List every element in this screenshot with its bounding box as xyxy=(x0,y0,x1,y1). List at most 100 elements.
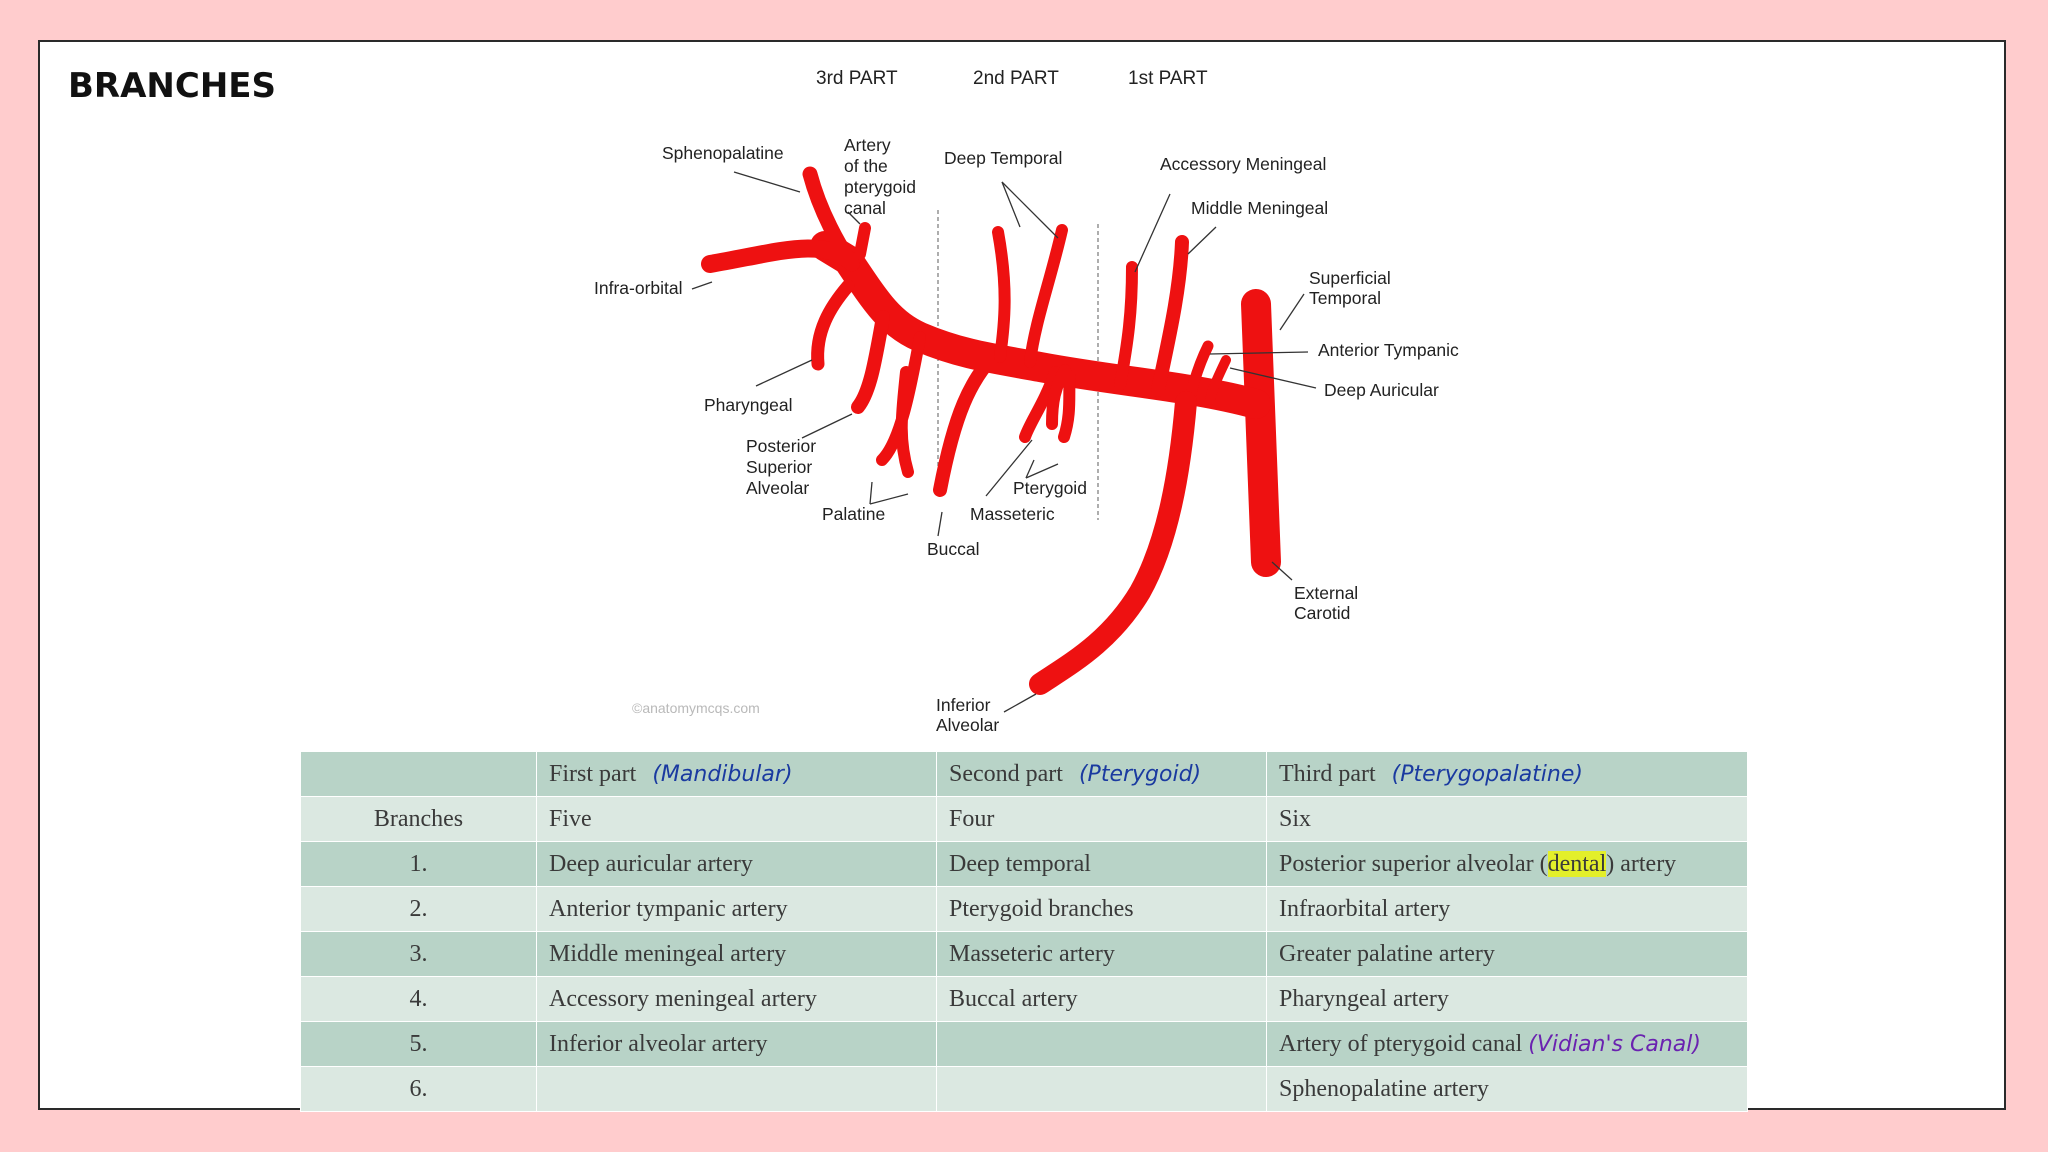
table-cell: 5. xyxy=(300,1021,537,1067)
table-cell: 6. xyxy=(300,1066,537,1112)
handwritten-note-mandibular: (Mandibular) xyxy=(652,761,793,787)
label-masseteric: Masseteric xyxy=(970,504,1055,524)
vessel-posterior-superior-alveolar xyxy=(851,310,890,414)
psa-text-start: Posterior superior alveolar ( xyxy=(1279,850,1548,877)
table-cell: Deep auricular artery xyxy=(536,841,937,887)
label-deep-temporal: Deep Temporal xyxy=(944,148,1062,168)
table-cell: Pharyngeal artery xyxy=(1266,976,1748,1022)
label-deep-auricular: Deep Auricular xyxy=(1324,380,1439,400)
label-external-carotid: External Carotid xyxy=(1294,583,1363,623)
table-cell: 3. xyxy=(300,931,537,977)
label-anterior-tympanic: Anterior Tympanic xyxy=(1318,340,1459,360)
table-cell: Inferior alveolar artery xyxy=(536,1021,937,1067)
label-superficial-temporal-line2: Temporal xyxy=(1309,288,1381,308)
label-pharyngeal: Pharyngeal xyxy=(704,395,793,415)
label-pterygoid-canal-line3: pterygoid xyxy=(844,177,916,197)
header-cell-first-part: First part (Mandibular) xyxy=(536,751,937,797)
table-cell: 2. xyxy=(300,886,537,932)
vessel-accessory-meningeal xyxy=(1114,261,1138,391)
label-superficial-temporal: Superficial Temporal xyxy=(1309,268,1396,308)
label-pterygoid: Pterygoid xyxy=(1013,478,1087,498)
table-cell: Branches xyxy=(300,796,537,842)
vessel-anterior-tympanic xyxy=(1184,340,1214,403)
table-row: 1. Deep auricular artery Deep temporal P… xyxy=(300,841,1748,887)
label-pterygoid-canal: Artery of the pterygoid canal xyxy=(844,135,921,218)
table-cell: Artery of pterygoid canal(Vidian's Canal… xyxy=(1266,1021,1748,1067)
table-cell: Accessory meningeal artery xyxy=(536,976,937,1022)
label-inferior-alveolar-line2: Alveolar xyxy=(936,715,999,735)
label-palatine: Palatine xyxy=(822,504,885,524)
label-infra-orbital: Infra-orbital xyxy=(594,278,683,298)
label-external-carotid-line1: External xyxy=(1294,583,1358,603)
maxillary-artery-diagram: Sphenopalatine Artery of the pterygoid c… xyxy=(594,135,1459,735)
label-inferior-alveolar-line1: Inferior xyxy=(936,695,991,715)
vessel-pterygoid-canal xyxy=(854,222,871,260)
table-cell xyxy=(536,1066,937,1112)
table-row: 4. Accessory meningeal artery Buccal art… xyxy=(300,976,1748,1022)
pterygoid-canal-text: Artery of pterygoid canal xyxy=(1279,1030,1523,1057)
label-psa-line1: Posterior xyxy=(746,436,816,456)
vessel-sphenopalatine xyxy=(802,166,860,272)
table-row-counts: Branches Five Four Six xyxy=(300,796,1748,842)
watermark: ©anatomymcqs.com xyxy=(632,700,760,716)
label-accessory-meningeal: Accessory Meningeal xyxy=(1160,154,1326,174)
label-pterygoid-canal-line1: Artery xyxy=(844,135,891,155)
header-cell-second-part: Second part (Pterygoid) xyxy=(936,751,1267,797)
slide-title: BRANCHES xyxy=(68,66,276,106)
label-psa-line2: Superior xyxy=(746,457,812,477)
highlighted-word-dental: dental xyxy=(1547,850,1607,877)
table-cell: Pterygoid branches xyxy=(936,886,1267,932)
label-pterygoid-canal-line2: of the xyxy=(844,156,888,176)
part-label-first: 1st PART xyxy=(1128,68,1208,89)
header-third-part: Third part xyxy=(1279,760,1376,787)
table-row: 6. Sphenopalatine artery xyxy=(300,1066,1748,1112)
table-row: 2. Anterior tympanic artery Pterygoid br… xyxy=(300,886,1748,932)
label-inferior-alveolar: Inferior Alveolar xyxy=(936,695,999,735)
handwritten-note-pterygopalatine: (Pterygopalatine) xyxy=(1391,761,1583,787)
table-cell xyxy=(936,1066,1267,1112)
vessel-deep-temporal xyxy=(992,224,1068,368)
slide: BRANCHES 3rd PART 2nd PART 1st PART xyxy=(38,40,2006,1112)
header-first-part: First part xyxy=(549,760,637,787)
vessel-deep-auricular xyxy=(1205,355,1231,405)
label-external-carotid-line2: Carotid xyxy=(1294,603,1350,623)
table-cell: Greater palatine artery xyxy=(1266,931,1748,977)
table-cell: Masseteric artery xyxy=(936,931,1267,977)
leader-lines xyxy=(691,171,1317,713)
header-cell-third-part: Third part (Pterygopalatine) xyxy=(1266,751,1748,797)
label-psa-line3: Alveolar xyxy=(746,478,809,498)
header-cell-empty xyxy=(300,751,537,797)
table-cell: Posterior superior alveolar (dental) art… xyxy=(1266,841,1748,887)
psa-text-end: ) artery xyxy=(1606,850,1677,877)
handwritten-note-pterygoid: (Pterygoid) xyxy=(1078,761,1202,787)
label-superficial-temporal-line1: Superficial xyxy=(1309,268,1391,288)
table-row: 5. Inferior alveolar artery Artery of pt… xyxy=(300,1021,1748,1067)
label-middle-meningeal: Middle Meningeal xyxy=(1191,198,1328,218)
header-second-part: Second part xyxy=(949,760,1063,787)
handwritten-note-vidian: (Vidian's Canal) xyxy=(1528,1031,1701,1057)
table-cell: Deep temporal xyxy=(936,841,1267,887)
label-pterygoid-canal-line4: canal xyxy=(844,198,886,218)
table-cell xyxy=(936,1021,1267,1067)
part-label-third: 3rd PART xyxy=(816,68,898,89)
table-cell: Five xyxy=(536,796,937,842)
table-row: 3. Middle meningeal artery Masseteric ar… xyxy=(300,931,1748,977)
table-cell: Sphenopalatine artery xyxy=(1266,1066,1748,1112)
table-cell: 1. xyxy=(300,841,537,887)
vessel-pharyngeal xyxy=(811,279,855,371)
branches-table: First part (Mandibular) Second part (Ptery… xyxy=(300,751,1748,1112)
vessel-buccal xyxy=(933,347,1002,497)
part-label-second: 2nd PART xyxy=(973,68,1059,89)
table-cell: Four xyxy=(936,796,1267,842)
vessel-masseteric xyxy=(1019,366,1061,443)
vessel-inferior-alveolar xyxy=(1029,391,1197,695)
label-buccal: Buccal xyxy=(927,539,980,559)
table-cell: Middle meningeal artery xyxy=(536,931,937,977)
label-posterior-superior-alveolar: Posterior Superior Alveolar xyxy=(746,436,821,498)
table-cell: Infraorbital artery xyxy=(1266,886,1748,932)
table-cell: Six xyxy=(1266,796,1748,842)
vessel-pterygoid xyxy=(1046,364,1076,443)
table-header-row: First part (Mandibular) Second part (Ptery… xyxy=(300,751,1748,797)
vessel-external-carotid xyxy=(1241,289,1281,577)
vessel-palatine xyxy=(876,331,926,478)
